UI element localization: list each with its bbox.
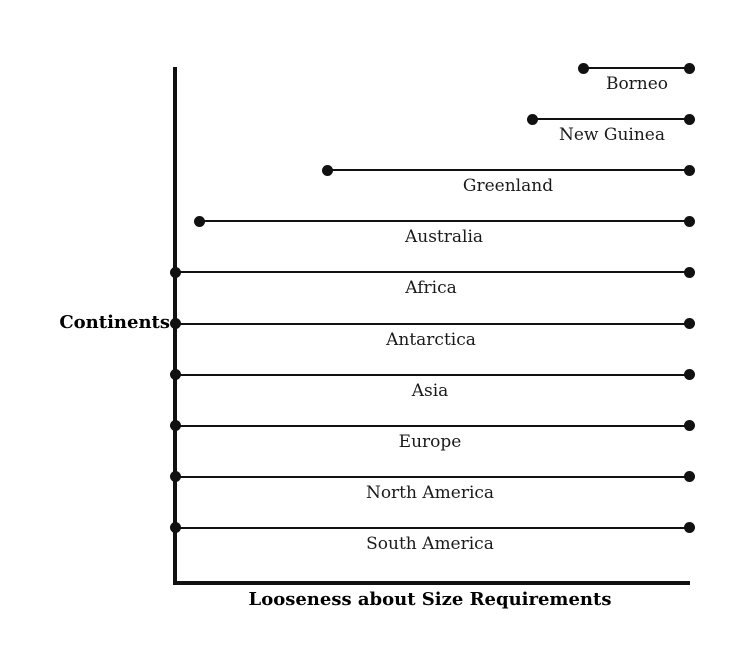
range-row-label: Greenland: [462, 176, 554, 197]
range-start-marker: [169, 420, 181, 432]
x-axis-line: [173, 581, 690, 585]
range-row-label: North America: [365, 482, 495, 503]
range-start-marker: [169, 471, 181, 483]
range-row-label: South America: [366, 533, 494, 554]
range-end-marker: [683, 522, 695, 534]
range-start-marker: [577, 62, 589, 74]
range-row-label: New Guinea: [558, 125, 666, 146]
range-row-label: Australia: [404, 227, 484, 248]
range-end-marker: [683, 369, 695, 381]
range-end-marker: [683, 471, 695, 483]
range-segment: [175, 475, 689, 478]
range-segment: [583, 67, 689, 69]
range-row-label: Africa: [405, 278, 457, 299]
range-segment: [199, 220, 689, 223]
range-end-marker: [683, 420, 695, 432]
range-start-marker: [169, 369, 181, 381]
range-start-marker: [169, 318, 181, 329]
range-start-marker: [193, 215, 205, 227]
range-start-marker: [169, 522, 181, 534]
range-end-marker: [683, 113, 695, 125]
range-segment: [532, 118, 689, 121]
range-start-marker: [527, 113, 539, 125]
range-end-marker: [683, 318, 695, 329]
range-row-label: Antarctica: [386, 329, 476, 350]
x-axis-title: Looseness about Size Requirements: [248, 589, 612, 610]
range-row-label: Europe: [398, 431, 462, 452]
range-segment: [175, 322, 689, 325]
range-segment: [175, 526, 689, 529]
range-start-marker: [169, 266, 181, 278]
range-segment: [175, 424, 689, 427]
range-end-marker: [683, 164, 695, 176]
range-segment: [175, 271, 689, 274]
range-end-marker: [683, 62, 695, 74]
range-row-label: Borneo: [605, 74, 669, 94]
range-row-label: Asia: [411, 380, 449, 401]
range-end-marker: [683, 266, 695, 278]
range-end-marker: [683, 215, 695, 227]
y-axis-title: Continents: [59, 312, 170, 333]
range-segment: [175, 373, 689, 376]
range-segment: [327, 169, 689, 172]
range-start-marker: [321, 164, 333, 176]
